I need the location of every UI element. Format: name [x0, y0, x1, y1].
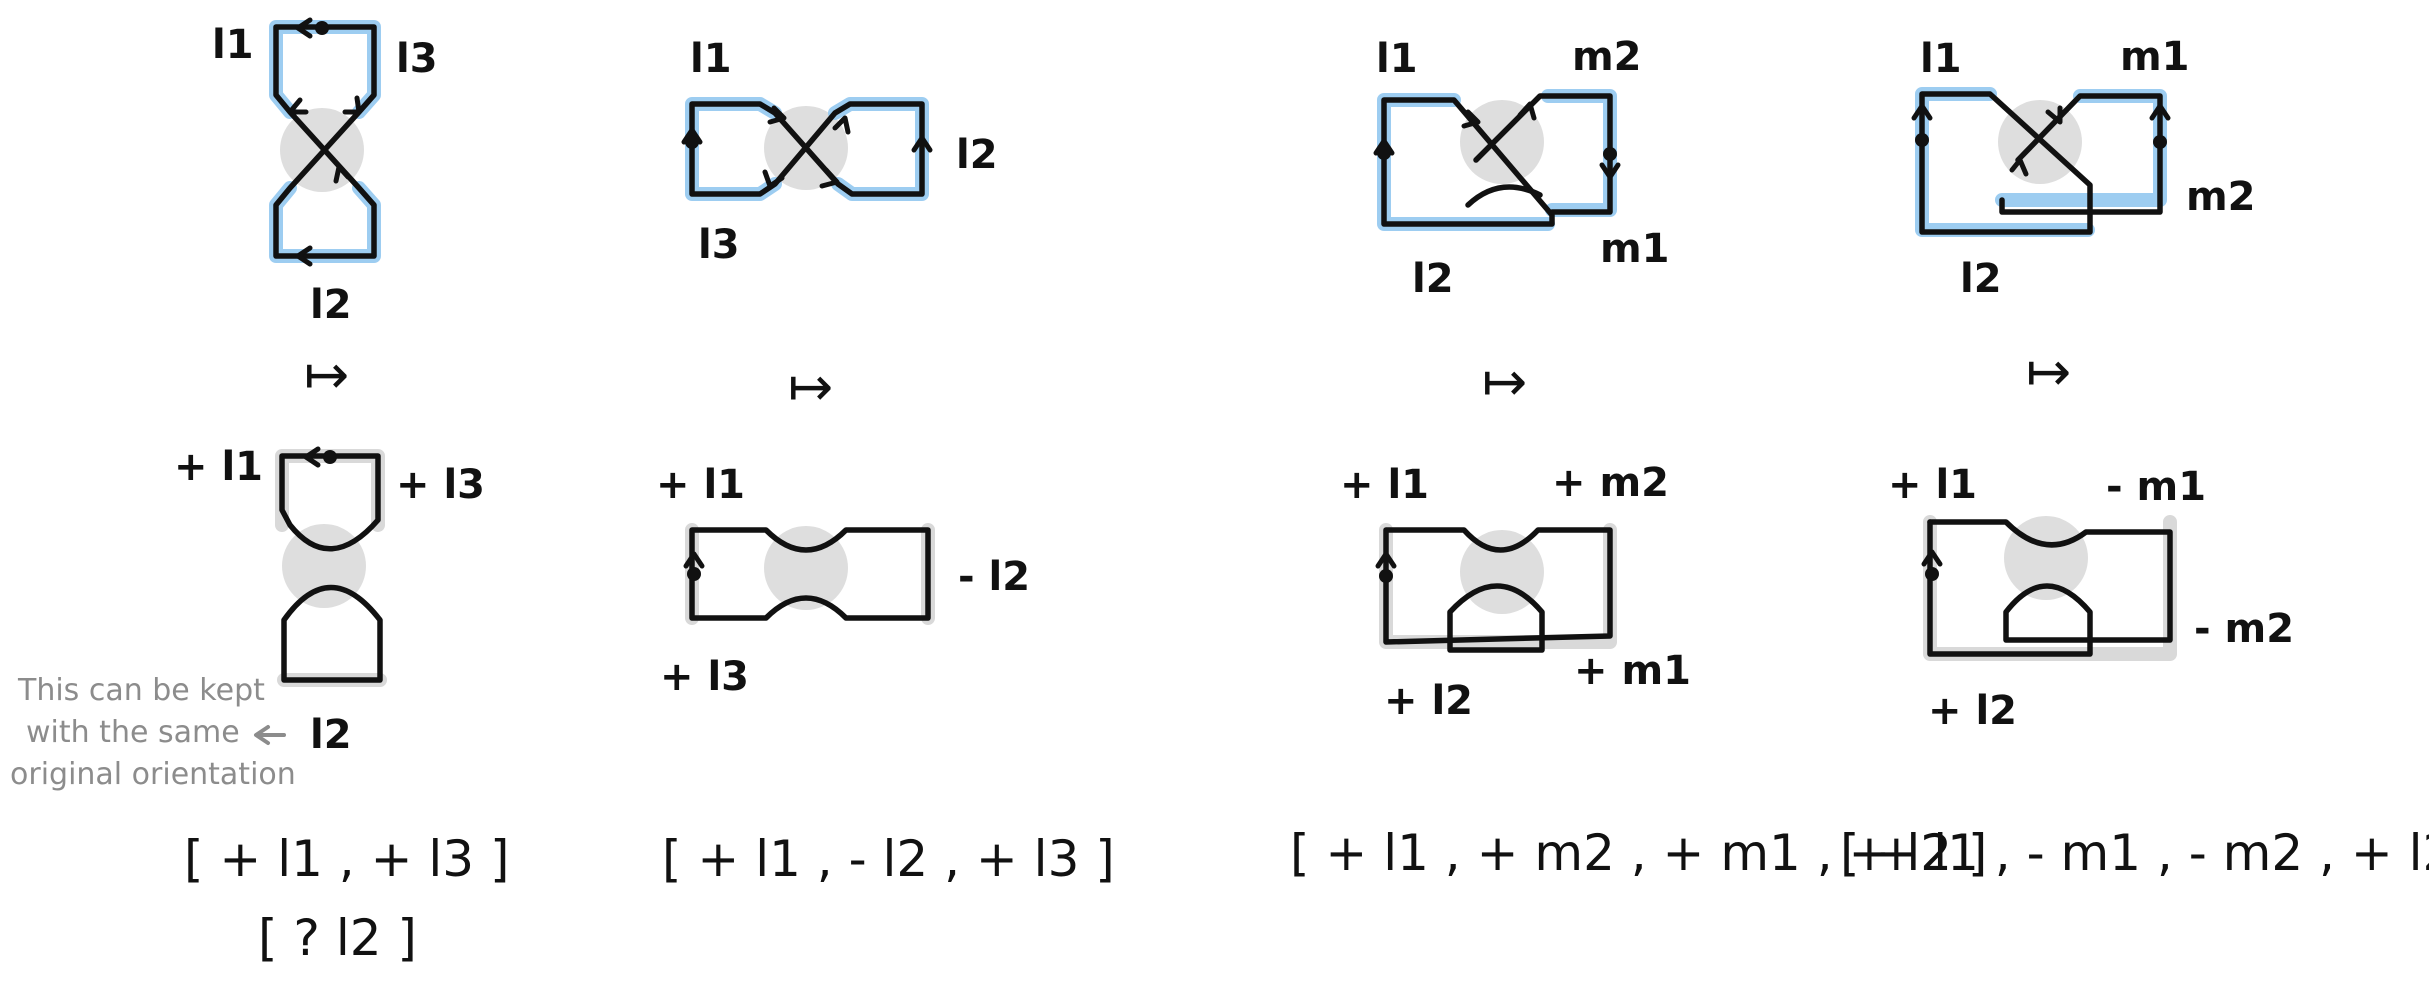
note-arrow-head	[254, 725, 270, 745]
direction-arrow	[1911, 103, 1933, 121]
label-plus-l2: + l2	[1928, 688, 2017, 734]
basepoint-dot	[2153, 135, 2167, 149]
direction-arrow	[1599, 162, 1621, 180]
basepoint-dot	[687, 567, 701, 581]
lower-loop	[281, 584, 383, 683]
formula: [ + l1 , + l3 ]	[184, 830, 509, 888]
basepoint-dot	[1925, 567, 1939, 581]
maps-to-arrow: ↦	[304, 343, 349, 406]
strand-m	[1465, 93, 1613, 215]
direction-arrow	[2009, 157, 2029, 177]
label-m1: m1	[1600, 226, 1670, 272]
formula: [ + l1 , + m2 , + m1 , + l2 ]	[1290, 824, 1987, 882]
outer-loop	[1927, 519, 2173, 643]
label-l3: l3	[396, 36, 438, 82]
direction-arrow	[681, 127, 703, 145]
panel-3-top-diagram: l1 m2 m1 l2	[1373, 34, 1670, 302]
crossing-shade	[1460, 100, 1544, 184]
basepoint-dot	[1915, 133, 1929, 147]
direction-arrow	[1461, 109, 1481, 129]
resolved-loop	[689, 527, 931, 621]
panel-1-bottom-diagram: + l1 + l3 l2	[174, 444, 485, 758]
inner-loop	[1927, 519, 2093, 657]
label-l2: l2	[310, 282, 352, 328]
label-minus-m1: - m1	[2106, 464, 2206, 510]
panel-1: l1 l3 l2 ↦ + l1 + l3 l2 This can be kept…	[10, 17, 509, 967]
label-l1: l1	[1920, 36, 1962, 82]
label-m2: m2	[1572, 34, 1642, 80]
panel-3: l1 m2 m1 l2 ↦ + l1 + m2 + m1 + l2 [ + l1…	[1290, 34, 1987, 882]
note-line-2: with the same	[26, 715, 240, 750]
direction-arrow	[295, 245, 313, 267]
label-plus-m1: + m1	[1574, 648, 1691, 694]
label-l2: l2	[1412, 256, 1454, 302]
note-line-3: original orientation	[10, 757, 296, 792]
maps-to-arrow: ↦	[2026, 340, 2071, 403]
panel-4-top-diagram: l1 m1 m2 l2	[1911, 34, 2256, 302]
direction-arrow	[819, 167, 840, 189]
strand-l	[1919, 91, 2093, 235]
label-l1: l1	[1376, 36, 1418, 82]
panel-4: l1 m1 m2 l2 ↦ + l1 - m1 - m2 + l2 [ + l1…	[1840, 34, 2429, 882]
basepoint-dot	[1379, 569, 1393, 583]
knot-curve	[689, 101, 925, 197]
label-minus-m2: - m2	[2194, 606, 2294, 652]
label-l1: l1	[212, 22, 254, 68]
direction-arrow	[295, 17, 313, 39]
label-m1: m1	[2120, 34, 2190, 80]
direction-arrow	[762, 169, 785, 189]
direction-arrow	[1375, 551, 1397, 569]
label-l1: l1	[690, 36, 732, 82]
label-minus-l2: - l2	[958, 554, 1030, 600]
direction-arrow	[1517, 101, 1537, 121]
upper-loop	[279, 453, 381, 552]
direction-arrow	[2149, 103, 2171, 121]
direction-arrow	[767, 105, 787, 125]
basepoint-dot	[315, 21, 329, 35]
basepoint-dot	[323, 450, 337, 464]
strand-m	[1999, 93, 2163, 215]
panel-2-bottom-diagram: + l1 - l2 + l3	[656, 462, 1030, 700]
direction-arrow	[333, 164, 351, 184]
note-line-1: This can be kept	[17, 673, 265, 708]
basepoint-dot	[1603, 147, 1617, 161]
direction-arrow	[342, 95, 362, 115]
label-l2: l2	[1960, 256, 2002, 302]
outer-loop	[1383, 527, 1613, 645]
maps-to-arrow: ↦	[788, 355, 833, 418]
side-note: This can be kept with the same original …	[10, 673, 296, 792]
label-plus-l3: + l3	[396, 462, 485, 508]
direction-arrow	[1373, 138, 1395, 156]
formula: [ + l1 , - l2 , + l3 ]	[662, 830, 1115, 888]
direction-arrow	[287, 97, 309, 115]
panel-2: l1 l2 l3 ↦ + l1 - l2 + l3 [ + l1 , - l2 …	[656, 36, 1115, 888]
formula: [ + l1 , - m1 , - m2 , + l2 ]	[1840, 824, 2429, 882]
label-plus-l1: + l1	[656, 462, 745, 508]
panel-4-bottom-diagram: + l1 - m1 - m2 + l2	[1888, 462, 2294, 734]
label-plus-l2: + l2	[1384, 678, 1473, 724]
direction-arrow	[683, 551, 705, 569]
panel-2-top-diagram: l1 l2 l3	[681, 36, 998, 268]
inner-loop	[1447, 583, 1545, 653]
formula-extra: [ ? l2 ]	[258, 909, 417, 967]
label-l2: l2	[310, 712, 352, 758]
panel-1-top-diagram: l1 l3 l2	[212, 17, 438, 328]
label-m2: m2	[2186, 174, 2256, 220]
direction-arrow	[911, 135, 933, 153]
direction-arrow	[2045, 105, 2063, 125]
direction-arrow	[1921, 549, 1943, 567]
label-plus-l1: + l1	[174, 444, 263, 490]
strand-l	[1381, 97, 1555, 227]
label-plus-l1: + l1	[1888, 462, 1977, 508]
direction-arrow	[303, 446, 321, 468]
label-plus-m2: + m2	[1552, 460, 1669, 506]
label-l2: l2	[956, 132, 998, 178]
maps-to-arrow: ↦	[1482, 350, 1527, 413]
label-plus-l1: + l1	[1340, 462, 1429, 508]
label-l3: l3	[698, 222, 740, 268]
direction-arrow	[832, 115, 851, 135]
label-plus-l3: + l3	[660, 654, 749, 700]
panel-3-bottom-diagram: + l1 + m2 + m1 + l2	[1340, 460, 1691, 724]
